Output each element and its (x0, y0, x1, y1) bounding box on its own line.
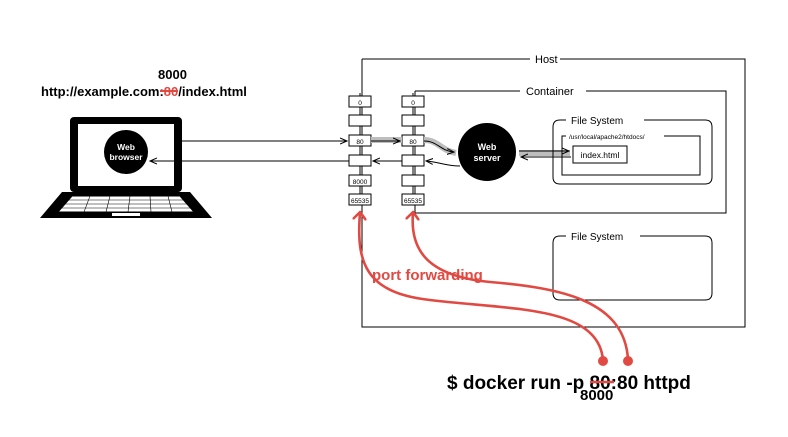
web-browser-label-line1: Web (117, 142, 135, 152)
container-port-65535-label: 65535 (404, 198, 422, 205)
host-port-80-label: 80 (356, 139, 364, 146)
htdocs-path-label: /usr/local/apache2/htdocs/ (569, 134, 645, 141)
docker-command: $ docker run -p 80:80 httpd (447, 373, 691, 394)
host-box (361, 58, 746, 328)
command-suffix: :80 httpd (611, 373, 691, 394)
web-server-label-line1: Web (478, 142, 497, 152)
container-filesystem-label: File System (571, 116, 623, 127)
request-arrow-to-server (423, 140, 454, 152)
container-port-box (401, 154, 425, 167)
host-port-box (348, 95, 372, 108)
container-port-box (401, 95, 425, 108)
container-port-0-label: 0 (411, 100, 415, 107)
container-filesystem-box (552, 119, 713, 185)
host-port-box (348, 174, 372, 187)
host-port-8000-label: 8000 (353, 179, 368, 186)
port-forwarding-arrow-host (359, 213, 605, 362)
container-port-80-label: 80 (409, 139, 417, 146)
host-label: Host (535, 54, 558, 66)
web-browser-node (104, 130, 148, 174)
container-port-box (401, 193, 425, 206)
web-server-label-line2: server (473, 153, 501, 163)
web-server-node (458, 123, 516, 181)
port-forwarding-label: port forwarding (372, 267, 483, 284)
container-label: Container (526, 86, 574, 98)
url-text: http://example.com:80/index.html (41, 84, 247, 99)
host-port-box (348, 114, 372, 127)
web-browser-label-line2: browser (109, 152, 143, 162)
host-port-column: 0 80 8000 65535 (348, 95, 372, 206)
container-port-box (401, 174, 425, 187)
port-forwarding-dot-host (598, 356, 608, 366)
port-forwarding-dot-container (623, 356, 633, 366)
container-box (414, 90, 727, 214)
container-port-column: 0 80 65535 (401, 95, 425, 206)
host-port-box (348, 154, 372, 167)
index-html-file (572, 145, 628, 164)
index-html-label: index.html (581, 150, 620, 160)
command-old-host-port: 80 (590, 373, 611, 394)
host-filesystem-label: File System (571, 232, 623, 243)
host-port-box (348, 193, 372, 206)
url-suffix: /index.html (178, 84, 247, 99)
host-filesystem-box (552, 235, 713, 301)
port-forwarding-arrow-container (413, 213, 630, 362)
command-prefix: $ docker run -p (447, 373, 590, 394)
host-port-65535-label: 65535 (351, 198, 369, 205)
container-port-box (401, 114, 425, 127)
url-prefix: http://example.com: (41, 84, 164, 99)
response-arrow-from-server (426, 161, 461, 167)
htdocs-folder-box (561, 135, 701, 176)
url-new-port: 8000 (158, 67, 187, 82)
host-port-0-label: 0 (358, 100, 362, 107)
command-new-host-port: 8000 (580, 387, 613, 404)
